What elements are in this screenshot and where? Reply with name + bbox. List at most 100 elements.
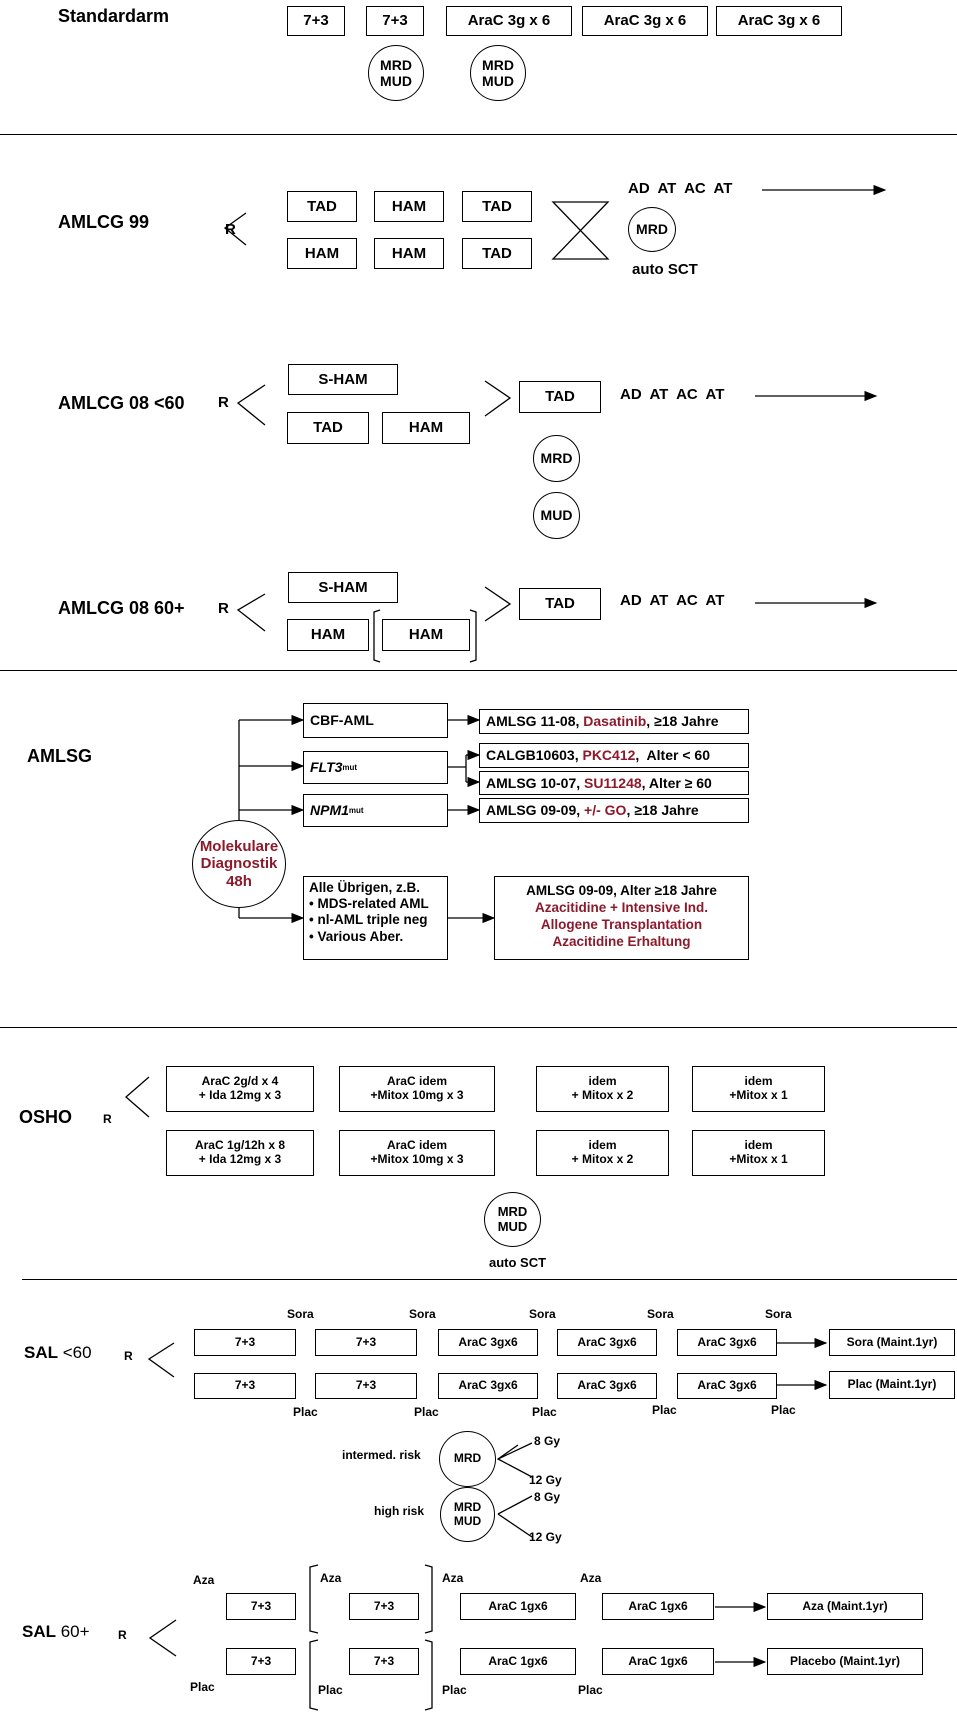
radiation-fork (497, 1442, 533, 1460)
radiation-12gy-label: 12 Gy (529, 1473, 562, 1487)
box-line: + Mitox x 2 (571, 1152, 634, 1166)
drug-name: Dasatinib (583, 713, 647, 730)
randomize-fork (236, 593, 266, 632)
sora-label: Sora (765, 1307, 792, 1321)
ham-box: HAM (382, 412, 470, 444)
sal60-row2-box-5: AraC 3gx6 (677, 1373, 777, 1399)
box-line: + Ida 12mg x 3 (198, 1152, 282, 1166)
sora-maint-box: Sora (Maint.1yr) (829, 1329, 955, 1356)
others-item: • MDS-related AML (309, 896, 429, 912)
circle-line: MRD (482, 56, 514, 73)
plac-label: Plac (771, 1403, 796, 1417)
randomize-label: R (218, 394, 229, 411)
flt3-sup: mut (342, 762, 358, 772)
sal60plus-row2-box-4: AraC 1gx6 (602, 1648, 714, 1675)
circle-line: MUD (380, 73, 412, 89)
others-box: Alle Übrigen, z.B. • MDS-related AML • n… (303, 876, 448, 960)
aza-maint-box: Aza (Maint.1yr) (767, 1593, 923, 1620)
title-rest: <60 (58, 1343, 92, 1362)
osho-title: OSHO (19, 1107, 73, 1127)
trial-criteria: , ≥18 Jahre (646, 713, 719, 730)
sora-label: Sora (529, 1307, 556, 1321)
plac-label: Plac (293, 1405, 318, 1419)
amlsg-title: AMLSG (27, 746, 92, 766)
plac-label: Plac (190, 1680, 215, 1694)
trial-arm: Azacitidine + Intensive Ind. (535, 899, 708, 915)
standard-box-5: AraC 3g x 6 (716, 6, 842, 36)
sal60plus-row2-box-1: 7+3 (226, 1648, 296, 1675)
amlcg99-title: AMLCG 99 (58, 212, 150, 232)
randomize-fork (125, 1076, 150, 1118)
plac-label: Plac (532, 1405, 557, 1419)
randomize-label: R (124, 1349, 133, 1363)
flt3-label: FLT3 (310, 759, 343, 776)
trial-name: AMLSG 09-09, (486, 802, 585, 819)
sal60-row1-box-3: AraC 3gx6 (438, 1329, 538, 1356)
auto-sct-label: auto SCT (632, 261, 698, 278)
circle-line: Diagnostik (200, 855, 278, 873)
box-line: idem (744, 1074, 773, 1089)
circle-line: MRD (453, 1499, 482, 1514)
box-line: +Mitox x 1 (729, 1152, 788, 1166)
osho-row2-box-2: AraC idem+Mitox 10mg x 3 (339, 1130, 495, 1176)
box-line: idem (588, 1074, 617, 1089)
randomize-label: R (118, 1628, 127, 1642)
circle-line: MUD (453, 1513, 482, 1528)
cbf-aml-box: CBF-AML (303, 703, 448, 738)
amlcg08-title: AMLCG 08 <60 (58, 393, 185, 413)
sora-label: Sora (647, 1307, 674, 1321)
amlcg99-row1-box-3: TAD (462, 191, 532, 222)
radiation-fork (496, 1444, 533, 1478)
merge-chevron (484, 586, 512, 622)
section-divider (0, 134, 957, 135)
npm1-sup: mut (348, 805, 364, 815)
radiation-fork (497, 1495, 533, 1515)
randomize-label: R (103, 1112, 112, 1126)
trial-box-amlsg-09-09-others: AMLSG 09-09, Alter ≥18 Jahre Azacitidine… (494, 876, 749, 960)
sal60-title: SAL <60 (24, 1343, 92, 1363)
sal60plus-row2-box-2: 7+3 (349, 1648, 419, 1675)
trial-box-amlsg-11-08: AMLSG 11-08, Dasatinib, ≥18 Jahre (479, 709, 749, 734)
plac-label: Plac (442, 1683, 467, 1697)
box-line: idem (588, 1138, 617, 1153)
crossover-x (551, 201, 610, 260)
radiation-8gy-label: 8 Gy (534, 1434, 561, 1448)
others-item: • Various Aber. (309, 928, 404, 944)
merge-chevron (484, 380, 512, 417)
section-divider (22, 1279, 957, 1280)
trial-criteria: , Alter < 60 (635, 747, 710, 764)
trial-box-amlsg-10-07: AMLSG 10-07, SU11248, Alter ≥ 60 (479, 771, 749, 795)
osho-row1-box-3: idem+ Mitox x 2 (536, 1066, 669, 1112)
plac-label: Plac (578, 1683, 603, 1697)
aza-label: Aza (193, 1573, 215, 1587)
randomize-fork (148, 1619, 177, 1657)
aza-label: Aza (320, 1571, 342, 1585)
trial-arm: Allogene Transplantation (540, 916, 703, 932)
bracket (309, 1564, 319, 1634)
amlcg99-row2-box-3: TAD (462, 238, 532, 269)
box-line: + Mitox x 2 (571, 1088, 634, 1102)
plac-label: Plac (318, 1683, 343, 1697)
box-line: AraC idem (386, 1138, 447, 1153)
standard-box-2: 7+3 (366, 6, 424, 36)
circle-line: Molekulare (199, 838, 279, 856)
section-divider (0, 670, 957, 671)
circle-line: MRD (497, 1203, 528, 1219)
sal60plus-row1-box-4: AraC 1gx6 (602, 1593, 714, 1620)
plac-maint-box: Plac (Maint.1yr) (829, 1371, 955, 1399)
plac-label: Plac (652, 1403, 677, 1417)
title-bold: SAL (24, 1343, 58, 1362)
bracket (424, 1564, 433, 1634)
ham-box: HAM (287, 619, 369, 651)
drug-name: SU11248 (584, 774, 642, 791)
trial-name: CALGB10603, (486, 747, 583, 764)
amlcg99-row1-box-1: TAD (287, 191, 357, 222)
tad-box: TAD (519, 588, 601, 620)
sal60-row1-box-5: AraC 3gx6 (677, 1329, 777, 1356)
trial-box-amlsg-09-09: AMLSG 09-09, +/- GO, ≥18 Jahre (479, 798, 749, 823)
standard-box-3: AraC 3g x 6 (446, 6, 572, 36)
